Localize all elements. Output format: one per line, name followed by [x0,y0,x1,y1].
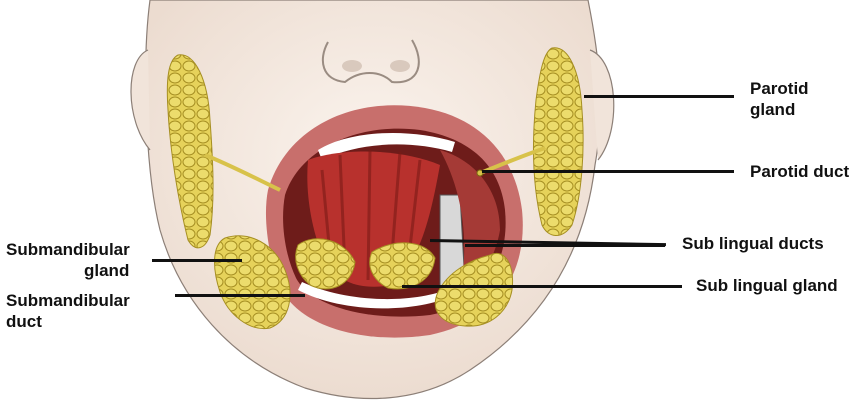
label-parotid-gland-line1: Parotid [750,78,809,99]
pointer-submandibular-duct [175,294,305,297]
pointer-sub-lingual-gland [402,285,682,288]
label-submandibular-gland: Submandibular gland [6,239,130,281]
label-sub-lingual-ducts: Sub lingual ducts [682,233,824,254]
right-parotid-gland [534,48,584,236]
label-submandibular-duct-line2: duct [6,311,130,332]
pointer-submandibular-gland [152,259,242,262]
label-parotid-gland-line2: gland [750,99,809,120]
label-parotid-duct: Parotid duct [750,161,849,182]
label-submandibular-duct: Submandibular duct [6,290,130,332]
pointer-parotid-duct [482,170,734,173]
pointer-sub-lingual-ducts-2 [465,244,665,247]
label-submandibular-gland-line2: gland [6,260,130,281]
pointer-parotid-gland [584,95,734,98]
label-parotid-gland: Parotid gland [750,78,809,120]
label-sub-lingual-gland: Sub lingual gland [696,275,838,296]
label-submandibular-gland-line1: Submandibular [6,239,130,260]
left-ear [131,50,150,150]
label-submandibular-duct-line1: Submandibular [6,290,130,311]
